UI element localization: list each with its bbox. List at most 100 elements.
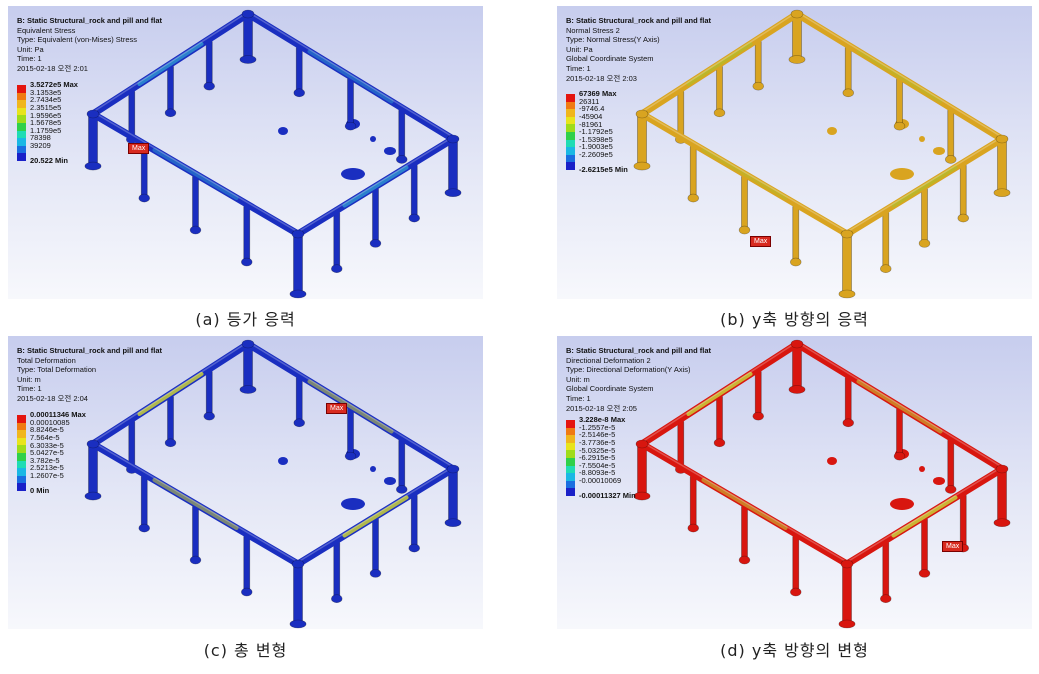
result-info-block: B: Static Structural_rock and pill and f… bbox=[17, 16, 162, 74]
frame-pillar bbox=[243, 13, 253, 60]
legend-row: -5.0325e-5 bbox=[566, 446, 636, 458]
floor-rock-blob bbox=[341, 168, 365, 180]
legend-row: 39209 bbox=[17, 142, 78, 154]
frame-beam-contour bbox=[686, 372, 753, 416]
frame-corner-joint bbox=[446, 134, 460, 144]
frame-pillar bbox=[792, 343, 802, 390]
frame-pillar bbox=[372, 516, 379, 574]
pillar-footing bbox=[633, 161, 651, 171]
legend-row: -81961 bbox=[566, 120, 628, 132]
frame-pillar bbox=[896, 406, 903, 457]
frame-pillar bbox=[333, 209, 341, 270]
pillar-footing bbox=[241, 587, 253, 597]
frame-pillar bbox=[140, 473, 148, 529]
pillar-footing bbox=[239, 385, 257, 394]
frame-pillar bbox=[997, 138, 1007, 194]
pillar-footing bbox=[633, 491, 651, 501]
frame-corner-joint bbox=[840, 559, 854, 569]
floor-rock-blob bbox=[919, 466, 925, 472]
frame-pillar bbox=[293, 563, 303, 625]
frame-beam-contour bbox=[891, 165, 958, 208]
info-line: Total Deformation bbox=[17, 355, 76, 365]
legend-swatch bbox=[17, 445, 26, 453]
frame-beam-highlight bbox=[641, 341, 798, 443]
fea-model-view[interactable] bbox=[8, 6, 483, 299]
frame-beam-contour bbox=[342, 495, 409, 538]
floor-rock-blob bbox=[370, 466, 376, 472]
pillar-footing bbox=[993, 518, 1011, 528]
legend-label: 2.7434e5 bbox=[30, 95, 62, 105]
legend-row: 67369 Max bbox=[566, 90, 628, 102]
frame-pillar bbox=[205, 38, 213, 87]
legend-label: 1.1759e5 bbox=[30, 125, 62, 135]
frame-pillar bbox=[398, 107, 406, 160]
floor-rock-blob bbox=[370, 136, 376, 142]
frame-pillar bbox=[754, 38, 762, 87]
frame-beam-highlight bbox=[92, 11, 249, 113]
info-line: Type: Normal Stress(Y Axis) bbox=[566, 35, 660, 45]
legend-swatch bbox=[566, 116, 575, 125]
legend-swatch bbox=[17, 122, 26, 131]
frame-beam-highlight bbox=[297, 136, 454, 233]
frame-corner-joint bbox=[86, 109, 100, 119]
frame-pillar bbox=[88, 113, 98, 167]
legend-row: 78398 bbox=[17, 134, 78, 146]
frame-pillar bbox=[844, 44, 852, 94]
frame-corner-joint bbox=[840, 229, 854, 239]
frame-pillar bbox=[167, 63, 174, 114]
fea-model-view[interactable] bbox=[557, 6, 1032, 299]
frame-pillar bbox=[88, 443, 98, 497]
frame-pillar bbox=[167, 393, 174, 444]
fea-model-view[interactable] bbox=[557, 336, 1032, 629]
info-line: Type: Equivalent (von-Mises) Stress bbox=[17, 35, 138, 45]
pillar-footing bbox=[293, 418, 305, 428]
legend-swatch bbox=[566, 147, 575, 155]
pillar-footing bbox=[918, 239, 931, 248]
legend-row: 2.5213e-5 bbox=[17, 464, 86, 476]
info-line: B: Static Structural_rock and pill and f… bbox=[17, 346, 163, 355]
legend-row: 1.9596e5 bbox=[17, 111, 78, 123]
pillar-footing bbox=[203, 81, 215, 91]
frame-pillar bbox=[243, 203, 251, 263]
pillar-footing bbox=[687, 193, 699, 203]
legend-label: 20.522 Min bbox=[30, 156, 68, 166]
legend-row: -2.2609e5 bbox=[566, 151, 628, 163]
legend-label: 1.2607e-5 bbox=[30, 470, 64, 480]
frame-beam-contour bbox=[307, 49, 394, 104]
legend-label: 3.228e-8 Max bbox=[579, 415, 626, 425]
legend-swatch bbox=[17, 100, 26, 108]
legend-row: -9746.4 bbox=[566, 105, 628, 117]
pillar-footing bbox=[738, 555, 751, 565]
legend-row: -1.5398e5 bbox=[566, 135, 628, 148]
legend-swatch bbox=[566, 124, 575, 132]
frame-pillar bbox=[637, 113, 647, 167]
frame-beam-highlight bbox=[846, 136, 1003, 233]
pillar-footing bbox=[893, 121, 906, 131]
pillar-footing bbox=[790, 587, 802, 597]
legend-label: 78398 bbox=[30, 133, 51, 143]
pillar-footing bbox=[788, 385, 806, 394]
frame-beam-contour bbox=[152, 148, 239, 200]
legend-row: 1.1759e5 bbox=[17, 126, 78, 139]
floor-rock-blob bbox=[890, 498, 914, 510]
fea-model-view[interactable] bbox=[8, 336, 483, 629]
legend-label: 39209 bbox=[30, 140, 51, 150]
pillar-footing bbox=[752, 411, 764, 421]
frame-beam-contour bbox=[307, 379, 394, 434]
pillar-footing bbox=[331, 264, 343, 273]
pillar-footing bbox=[893, 451, 906, 461]
legend-label: -5.0325e-5 bbox=[579, 445, 616, 455]
pillar-footing bbox=[945, 155, 957, 164]
legend-row: 5.0427e-5 bbox=[17, 449, 86, 461]
pillar-footing bbox=[945, 485, 957, 494]
legend-label: -1.1792e5 bbox=[579, 127, 613, 137]
legend-swatch bbox=[17, 475, 26, 484]
frame-pillar bbox=[293, 233, 303, 295]
info-line: Time: 1 bbox=[17, 384, 42, 394]
pillar-footing bbox=[957, 213, 969, 223]
legend-row: 7.564e-5 bbox=[17, 434, 86, 446]
legend-label: -3.7736e-5 bbox=[579, 437, 616, 447]
frame-corner-joint bbox=[241, 339, 255, 349]
legend-label: 26311 bbox=[579, 96, 600, 106]
